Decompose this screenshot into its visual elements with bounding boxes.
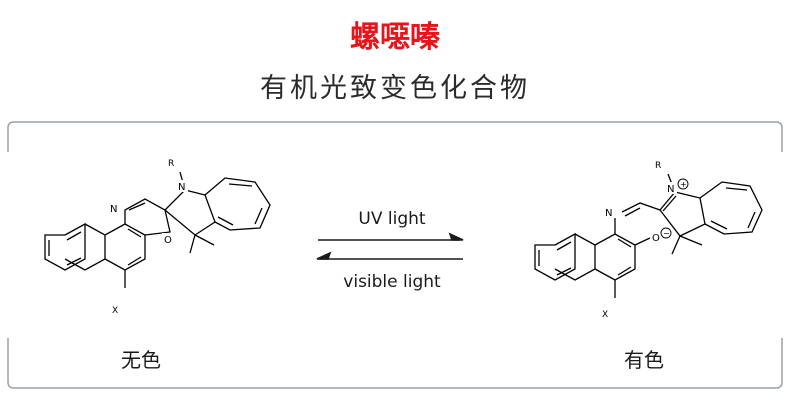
atom-x: X xyxy=(112,306,118,316)
negative-charge: − xyxy=(663,229,670,238)
uv-light-label: UV light xyxy=(358,209,426,229)
page-subtitle: 有机光致变色化合物 xyxy=(260,73,530,104)
positive-charge: + xyxy=(680,180,687,189)
atom-o: O xyxy=(164,235,172,246)
visible-light-label: visible light xyxy=(343,272,441,292)
atom-o: O xyxy=(652,233,660,244)
page-title: 螺噁嗪 xyxy=(350,20,440,55)
colored-caption: 有色 xyxy=(624,348,664,372)
atom-n-indoline: N xyxy=(178,182,185,193)
forward-arrowhead xyxy=(448,232,464,241)
atom-r: R xyxy=(655,161,661,171)
reverse-arrowhead xyxy=(316,251,332,260)
colorless-caption: 无色 xyxy=(121,348,161,372)
atom-n-indolium: N xyxy=(667,184,674,195)
atom-n-imine: N xyxy=(605,208,612,219)
atom-n-oxazine: N xyxy=(110,204,117,215)
atom-x: X xyxy=(602,310,608,320)
atom-r: R xyxy=(168,159,174,169)
